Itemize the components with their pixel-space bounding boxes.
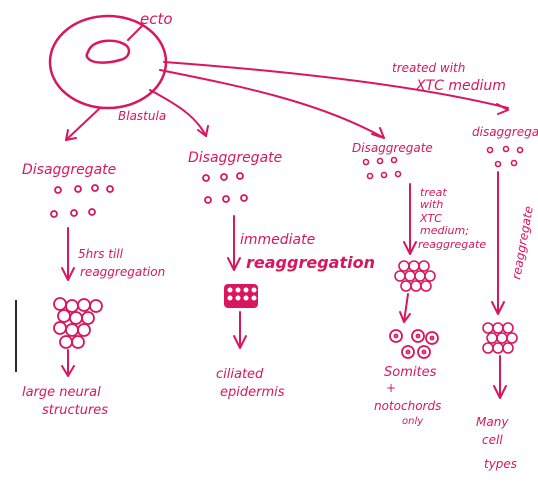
arrow-to-branch-4-head bbox=[496, 103, 509, 115]
arrow-to-branch-3-head bbox=[371, 127, 385, 139]
ecto-label: ecto bbox=[140, 10, 173, 28]
branch-2-arrow-2 bbox=[233, 311, 247, 349]
branch-3-arrow-1 bbox=[403, 183, 417, 255]
branch-4-arrow-1 bbox=[491, 171, 505, 315]
branch-1-arrow-1 bbox=[61, 227, 75, 281]
branch-4-arrow-2 bbox=[493, 355, 507, 399]
branch-4-dispersed-cells bbox=[486, 145, 524, 168]
branch-3-step-line3: XTC bbox=[419, 212, 442, 225]
treatment-label-line1: treated with bbox=[392, 61, 465, 75]
branch-3-cell-cluster bbox=[394, 260, 436, 292]
branch-1-outcome-line1: large neural bbox=[22, 385, 101, 400]
treatment-label-line2: XTC medium bbox=[415, 78, 506, 94]
arrow-to-branch-2 bbox=[149, 89, 207, 137]
branch-3-somite-cells bbox=[389, 329, 439, 359]
branch-4-outcome-line3: types bbox=[484, 457, 517, 471]
branch-4-outcome-line2: cell bbox=[482, 433, 503, 447]
branch-3-outcome-line1: Somites bbox=[384, 365, 437, 380]
branch-1-arrow-2 bbox=[61, 349, 75, 377]
branch-3-step-line2: with bbox=[420, 198, 443, 211]
branch-3-disaggregate-label: Disaggregate bbox=[352, 141, 433, 155]
branch-1-disaggregate-label: Disaggregate bbox=[22, 162, 116, 178]
embryo-arrows bbox=[65, 61, 509, 141]
branch-3-step-line1: treat bbox=[420, 186, 447, 199]
ectoderm-cap-shape bbox=[85, 39, 131, 64]
branch-3-outcome-line2: + bbox=[386, 381, 396, 395]
branch-2-dispersed-cells bbox=[202, 172, 248, 204]
arrow-to-branch-4 bbox=[163, 61, 509, 109]
branch-4-cell-cluster bbox=[482, 322, 518, 354]
branch-1-outcome-line2: structures bbox=[42, 403, 108, 418]
branch-2-disaggregate-label: Disaggregate bbox=[188, 150, 282, 166]
branch-2-epidermis-cluster bbox=[224, 284, 258, 308]
branch-1-step-line2: reaggregation bbox=[80, 265, 165, 279]
branch-3-arrow-2 bbox=[399, 293, 411, 323]
branch-1-dispersed-cells bbox=[50, 184, 114, 218]
arrow-to-branch-1 bbox=[65, 107, 101, 141]
branch-3-outcome-line3: notochords bbox=[374, 399, 441, 413]
branch-3-dispersed-cells bbox=[362, 156, 402, 180]
branch-2-outcome-line1: ciliated bbox=[216, 367, 264, 382]
branch-3-outcome-line4: only bbox=[402, 416, 424, 427]
branch-2-arrow-1 bbox=[227, 215, 241, 271]
branch-3-step-line5: reaggregate bbox=[418, 238, 486, 251]
blastula-embryo bbox=[48, 14, 168, 110]
arrow-to-branch-2-head bbox=[197, 125, 209, 137]
branch-1-neural-cluster bbox=[53, 297, 103, 349]
arrow-to-branch-3 bbox=[159, 69, 385, 139]
branch-2-outcome-line2: epidermis bbox=[220, 385, 285, 400]
branch-2-step-line1: immediate bbox=[240, 232, 315, 248]
branch-4-disaggregate-label: disaggregate bbox=[472, 125, 538, 139]
arrow-to-branch-1-head bbox=[65, 129, 77, 141]
branch-4-outcome-line1: Many bbox=[476, 415, 509, 429]
blastula-label: Blastula bbox=[118, 109, 166, 123]
branch-3-step-line4: medium; bbox=[420, 224, 469, 237]
branch-2-step-line2: reaggregation bbox=[246, 253, 375, 272]
branch-1-step-line1: 5hrs till bbox=[78, 247, 124, 261]
ectoderm-pointer-line bbox=[127, 25, 143, 41]
branch-4-step-line1: reaggregate bbox=[509, 205, 536, 281]
